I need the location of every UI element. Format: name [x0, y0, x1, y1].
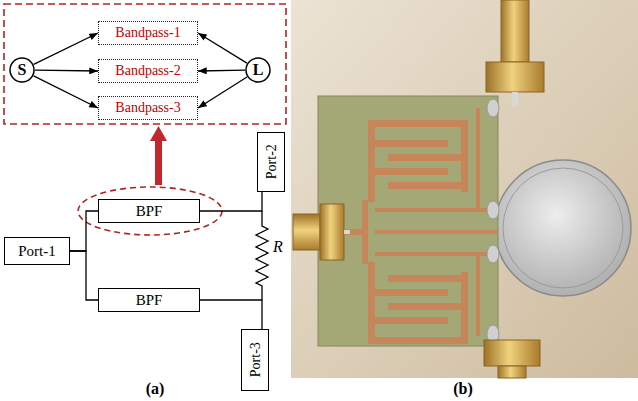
feed-split [362, 200, 368, 264]
sma-connector-top [486, 0, 544, 106]
node-text: Bandpass-2 [115, 63, 180, 78]
circle-shape [10, 58, 34, 82]
coin-rim [503, 168, 623, 288]
solder-joints [487, 99, 499, 343]
connector-nut [293, 214, 320, 250]
circle-shape [246, 58, 270, 82]
node-text: Bandpass-1 [115, 25, 180, 40]
node-text: S [18, 61, 27, 79]
connector-line [198, 70, 245, 72]
connector-line [200, 300, 262, 329]
bandpass-box: Bandpass-2 [98, 59, 198, 82]
zoom-arrow-head [150, 126, 167, 141]
connector-line [198, 77, 247, 108]
copper-finger [388, 303, 461, 310]
node-text: BPF [136, 292, 163, 309]
copper-line [375, 252, 497, 256]
connector-pin [512, 92, 518, 106]
copper-bar [368, 120, 375, 202]
copper-finger [375, 289, 448, 296]
copper-finger [375, 140, 448, 147]
solder-joint [487, 245, 499, 263]
node-text: Bandpass-3 [115, 100, 180, 115]
copper-line [476, 256, 480, 336]
sma-connector-left [293, 204, 350, 260]
copper-finger [388, 275, 461, 282]
dashed-region [4, 4, 286, 124]
copper-bar [461, 120, 468, 192]
copper-bar [368, 337, 468, 344]
connector-line [34, 33, 98, 64]
node-text: Port-2 [263, 144, 278, 179]
source-node: S [9, 57, 35, 83]
bandpass-box: Bandpass-1 [98, 21, 198, 44]
connector-line [200, 192, 262, 211]
resistor-symbol [256, 211, 268, 300]
node-text: L [253, 61, 264, 79]
solder-joint [487, 99, 499, 117]
photo-background [291, 0, 638, 378]
node-text: BPF [136, 203, 163, 220]
copper-traces [343, 108, 497, 344]
connector-body [498, 366, 526, 378]
connector-flange [320, 204, 344, 260]
connector-line [34, 76, 98, 108]
resistor-label: R [273, 238, 283, 256]
node-text: Port-1 [18, 243, 56, 260]
connector-pin [344, 230, 350, 234]
solder-joint [487, 201, 499, 219]
copper-line [375, 230, 497, 234]
connector-body [501, 0, 529, 62]
connector-line [70, 251, 98, 300]
connector-line [198, 33, 247, 63]
connector-flange [484, 340, 540, 366]
copper-finger [375, 317, 448, 324]
copper-finger [388, 182, 461, 189]
copper-bar [368, 120, 468, 127]
filter-box: BPF [98, 288, 200, 313]
port-box: Port-1 [4, 237, 70, 265]
pcb-board [318, 96, 498, 346]
zoom-arrow-shaft [155, 140, 162, 185]
connector-line [70, 211, 98, 251]
coin [495, 160, 631, 296]
copper-line [375, 208, 497, 212]
port-box: Port-3 [241, 329, 268, 391]
load-node: L [245, 57, 271, 83]
filter-box: BPF [98, 199, 200, 224]
copper-finger [375, 168, 448, 175]
copper-bar [368, 262, 375, 344]
port-box: Port-2 [257, 132, 284, 192]
copper-finger [388, 154, 461, 161]
copper-line [476, 108, 480, 208]
sma-connector-bottom [484, 340, 540, 378]
copper-bar [461, 272, 468, 344]
bandpass-box: Bandpass-3 [98, 96, 198, 119]
panel-label: (a) [146, 380, 165, 398]
connector-flange [486, 62, 544, 92]
connector-line [35, 70, 98, 72]
node-text: Port-3 [247, 342, 262, 377]
panel-label: (b) [453, 380, 473, 398]
